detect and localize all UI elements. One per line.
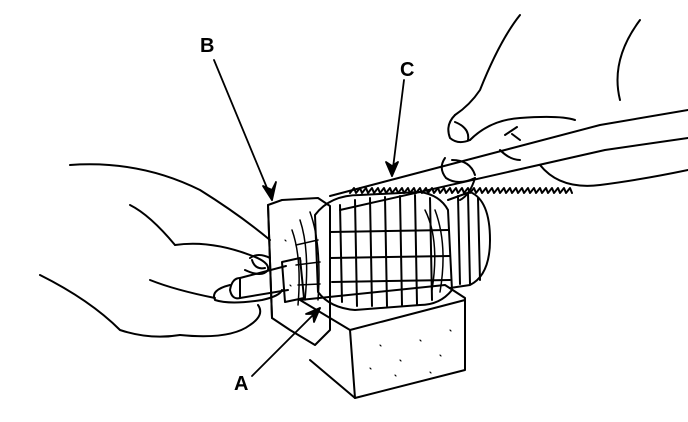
right-hand bbox=[440, 14, 688, 201]
arrowhead-c bbox=[385, 161, 399, 177]
arrowhead-b bbox=[262, 181, 277, 201]
hacksaw-blade bbox=[329, 109, 688, 211]
leader-a bbox=[251, 307, 321, 377]
armature bbox=[229, 191, 491, 311]
callout-a: A bbox=[234, 373, 249, 395]
leader-b bbox=[213, 59, 273, 201]
arrowhead-a bbox=[305, 307, 321, 323]
leader-lines bbox=[213, 59, 405, 377]
blade-teeth bbox=[349, 187, 573, 194]
callout-c: C bbox=[400, 59, 415, 81]
left-hand bbox=[39, 163, 283, 338]
callout-b: B bbox=[200, 35, 215, 57]
growler-block bbox=[267, 197, 466, 399]
leader-c bbox=[391, 79, 405, 177]
